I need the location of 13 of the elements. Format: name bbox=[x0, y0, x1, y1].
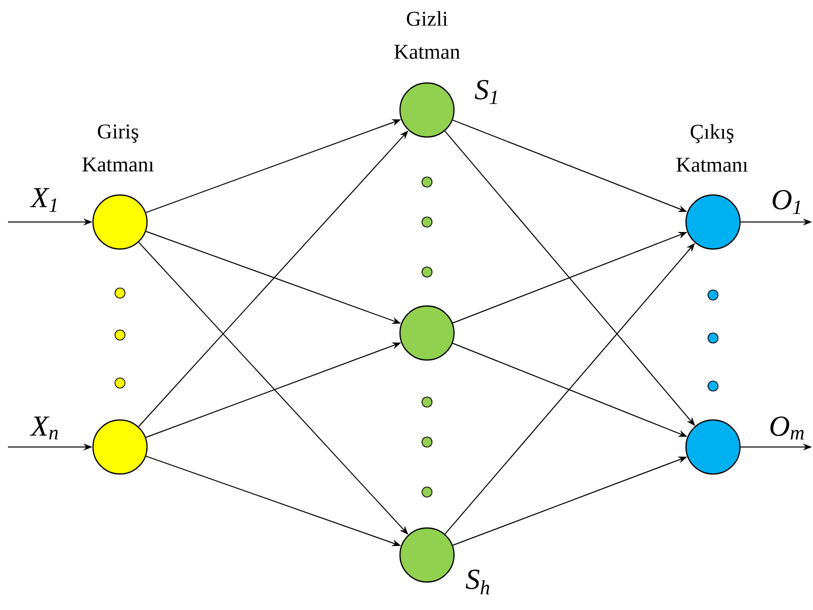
neuron-circle bbox=[685, 419, 741, 475]
neuron-circle bbox=[399, 305, 455, 361]
neuron-circle bbox=[92, 419, 148, 475]
node-label: S$_{1}$ bbox=[474, 80, 497, 104]
neuron-circle bbox=[399, 82, 455, 138]
node-label: O$_{1}$ bbox=[772, 190, 800, 214]
node-label: O$_{m}$ bbox=[770, 416, 804, 440]
node-label: X$_{1}$ bbox=[30, 188, 56, 212]
neuron-circle bbox=[92, 194, 148, 250]
node-label: S$_{h}$ bbox=[466, 570, 490, 594]
neuron-circle bbox=[399, 527, 455, 583]
neuron-circle bbox=[685, 194, 741, 250]
node-label: X$_{n}$ bbox=[30, 416, 58, 440]
